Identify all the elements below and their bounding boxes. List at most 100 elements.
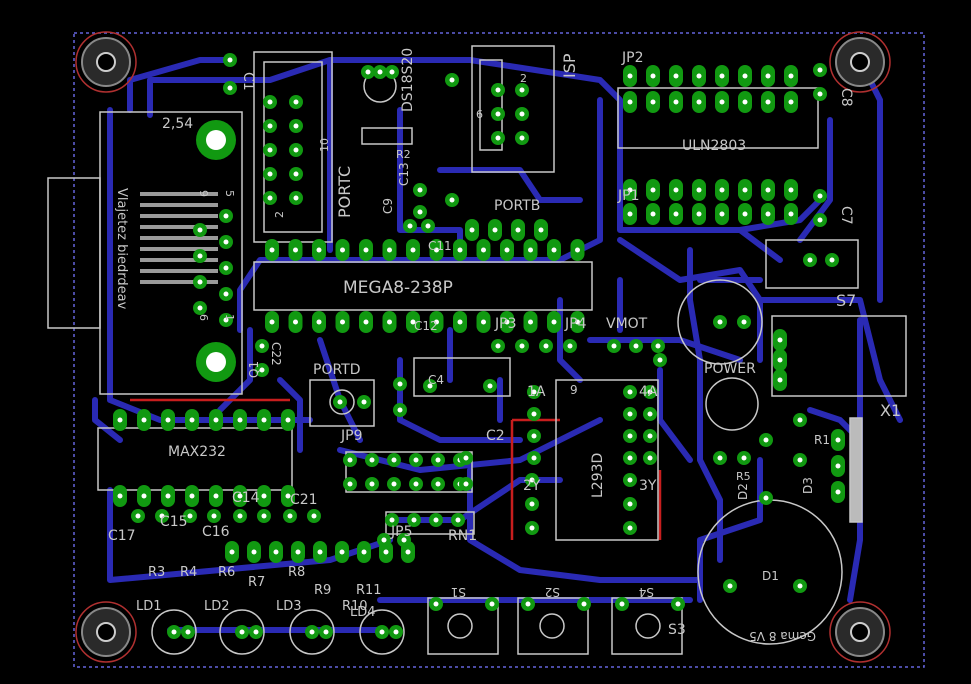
s4-knob (635, 613, 661, 639)
portc-d-hole-1 (293, 171, 299, 177)
label-ld2: LD2 (204, 599, 230, 614)
label-mega8: MEGA8-238P (343, 278, 453, 298)
r5-pins-hole-0 (717, 455, 723, 461)
label-c12: C12 (414, 319, 438, 333)
power-jack-pins-hole-0 (717, 319, 723, 325)
c7-pins-hole-0 (817, 193, 823, 199)
trace-10 (617, 237, 763, 363)
ds18s20-pins-hole-2 (389, 69, 395, 75)
resistor-bank-hole-1 (251, 549, 257, 555)
label-r3: R3 (148, 565, 165, 580)
s1-pins-hole-0 (433, 601, 439, 607)
resistor-bank-hole-6 (361, 549, 367, 555)
isp-c-hole-0 (495, 135, 501, 141)
isp-a-hole-0 (495, 87, 501, 93)
trace-25 (587, 337, 743, 363)
mega8-top-hole-1 (293, 247, 298, 253)
max232-bottom-hole-1 (141, 493, 147, 499)
label-q1: Q1 (247, 361, 261, 378)
mega8-bottom-hole-2 (316, 319, 322, 325)
portb-hole-0 (469, 227, 475, 233)
portc-c-hole-1 (293, 147, 299, 153)
c2-pins-hole-0 (463, 455, 469, 461)
isp-b-hole-0 (495, 111, 501, 117)
label-portc-10: 10 (318, 138, 331, 152)
jp1-hole-5 (742, 211, 748, 217)
jp3-hole-0 (495, 343, 501, 349)
mega8-top-hole-6 (410, 247, 416, 253)
label-max232: MAX232 (168, 444, 226, 460)
c22-pins-hole-1 (259, 367, 265, 373)
vmot-hole-0 (611, 343, 617, 349)
label-jp1: JP1 (617, 188, 639, 204)
jp9-top-hole-0 (347, 457, 353, 463)
label-mirror-conn: Vlajetez biedrdeav (114, 188, 129, 310)
trace-23 (657, 367, 693, 463)
max232-bottom-hole-6 (261, 493, 267, 499)
label-jp4: JP4 (564, 316, 587, 332)
label-cap-9: 9 (570, 383, 578, 397)
label-c4: C4 (428, 373, 444, 387)
power-led-outline (705, 377, 759, 431)
crystal-outline (413, 357, 511, 397)
jp3-hole-1 (519, 343, 525, 349)
label-c15: C15 (160, 514, 188, 530)
c8-pins-hole-0 (817, 67, 823, 73)
label-ld3: LD3 (276, 599, 302, 614)
portd-pins-hole-1 (361, 399, 367, 405)
db9-right-hole-1 (223, 239, 229, 245)
jp9-bottom-hole-4 (435, 481, 441, 487)
portc-a-hole-1 (293, 99, 299, 105)
portc-c-hole-0 (267, 147, 273, 153)
mega8-top-hole-8 (457, 247, 463, 253)
label-ic-2y: 2Y (523, 478, 541, 494)
resistor-bank-hole-5 (339, 549, 345, 555)
ld3-pins-hole-0 (309, 629, 315, 635)
r1-pins-hole-1 (797, 457, 803, 463)
mega8-bottom-hole-4 (363, 319, 369, 325)
label-portc-2: 2 (273, 211, 286, 218)
uln-bottom-hole-1 (650, 187, 656, 193)
trace-32 (127, 57, 233, 113)
l293d-left-hole-1 (531, 411, 537, 417)
jp3-hole-2 (543, 343, 549, 349)
label-c11: C11 (428, 239, 452, 253)
mega8-outline (253, 261, 593, 311)
c22-pins-hole-0 (259, 343, 265, 349)
c13-pins-hole-0 (417, 187, 423, 193)
jp2-hole-6 (765, 73, 771, 79)
portd-switch-outline (309, 379, 375, 427)
uln-top-hole-0 (627, 99, 633, 105)
r1-pins-hole-0 (797, 417, 803, 423)
l293d-left-hole-3 (531, 455, 537, 461)
label-isp: ISP (560, 53, 579, 78)
label-r5: R5 (736, 470, 751, 483)
label-power: POWER (704, 361, 756, 377)
jp1-hole-4 (719, 211, 725, 217)
label-c14: C14 (232, 490, 260, 506)
isp-b-hole-1 (519, 111, 525, 117)
portb-hole-2 (515, 227, 521, 233)
mega8-top-hole-11 (528, 247, 533, 253)
portd-pins-hole-0 (337, 399, 343, 405)
portc-d-hole-0 (267, 171, 273, 177)
label-c2: C2 (486, 428, 505, 444)
isp-header-outline (471, 45, 555, 173)
uln-bottom-hole-6 (765, 187, 771, 193)
s1-pins-hole-1 (489, 601, 495, 607)
c21-pins-hole-1 (311, 513, 317, 519)
label-r6: R6 (218, 565, 235, 580)
max232-top-hole-5 (237, 417, 243, 423)
db9-left-hole-0 (197, 227, 203, 233)
label-portb: PORTB (494, 198, 540, 214)
s7-pads-hole-1 (829, 257, 835, 263)
copper-traces (92, 57, 903, 633)
trace-24 (737, 197, 823, 233)
trace-18 (467, 467, 703, 583)
ds18s20-pins-hole-1 (377, 69, 383, 75)
c4-pins-hole-0 (397, 381, 403, 387)
mega8-top-hole-12 (551, 247, 557, 253)
r2-outline (361, 127, 413, 145)
label-d1: D1 (762, 569, 779, 583)
mounting-hole-ring-3 (829, 601, 891, 663)
